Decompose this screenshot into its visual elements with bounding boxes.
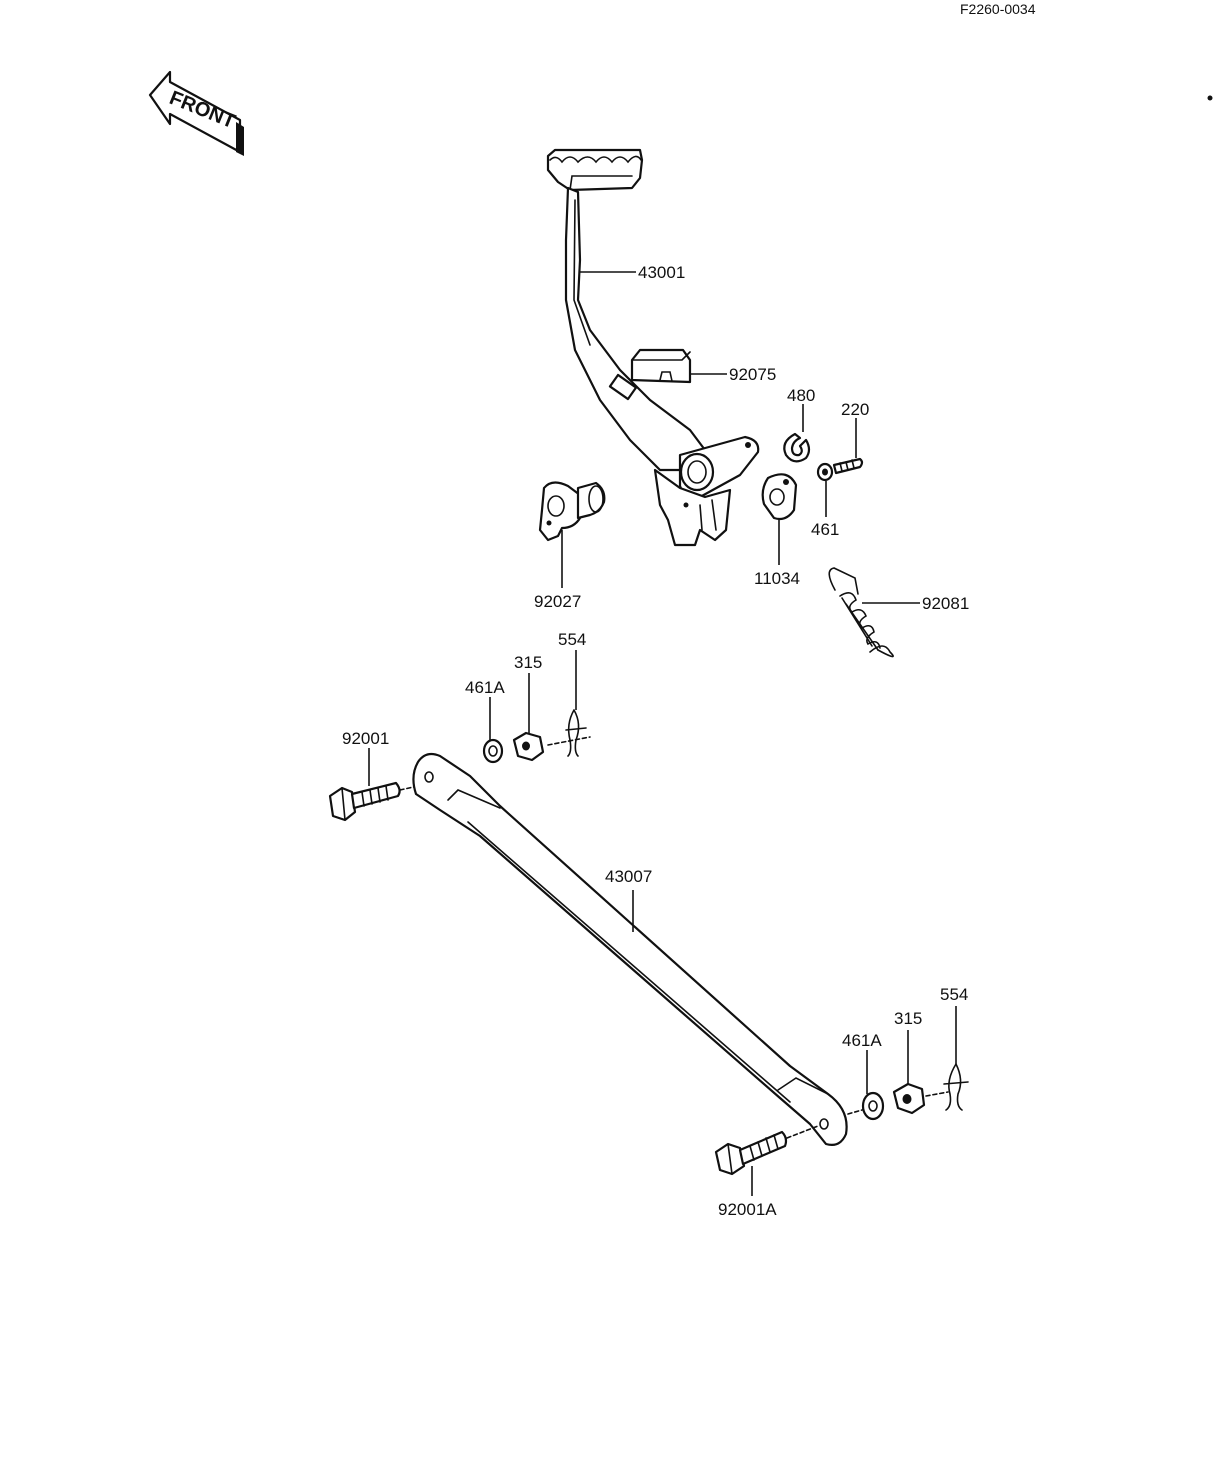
collar-92027 <box>538 481 606 542</box>
nut-315-lower <box>892 1082 926 1115</box>
diagram-code: F2260-0034 <box>960 1 1036 17</box>
washer-461a-lower <box>861 1091 885 1121</box>
callout-43001: 43001 <box>638 263 685 282</box>
bolt-92001a <box>714 1125 819 1176</box>
pin-554-upper <box>565 709 587 757</box>
callout-315-upper: 315 <box>514 653 542 672</box>
callout-461a-lower: 461A <box>842 1031 882 1050</box>
callout-92001a: 92001A <box>718 1200 777 1219</box>
callout-315-lower: 315 <box>894 1009 922 1028</box>
corner-dot <box>1207 95 1213 101</box>
callout-220: 220 <box>841 400 869 419</box>
callout-554-lower: 554 <box>940 985 968 1004</box>
callout-92001: 92001 <box>342 729 389 748</box>
washer-461 <box>816 462 834 482</box>
washer-461a-upper <box>482 738 504 764</box>
callout-461a-upper: 461A <box>465 678 505 697</box>
circlip-480 <box>783 432 811 463</box>
callout-92027: 92027 <box>534 592 581 611</box>
pin-554-lower <box>943 1063 969 1111</box>
stopper-plate-11034 <box>761 473 798 521</box>
callout-11034: 11034 <box>754 569 800 588</box>
callout-480: 480 <box>787 386 815 405</box>
bolt-92001 <box>328 781 419 822</box>
spring-92081 <box>828 567 894 658</box>
callout-554-upper: 554 <box>558 630 586 649</box>
callout-92075: 92075 <box>729 365 776 384</box>
front-arrow-icon: FRONT <box>148 70 244 156</box>
brake-pedal-43001 <box>546 148 760 547</box>
bolt-220 <box>832 457 864 475</box>
callout-92081: 92081 <box>922 594 969 613</box>
nut-315-upper <box>512 731 545 762</box>
callout-461: 461 <box>811 520 839 539</box>
pedal-pad-92075 <box>630 348 692 384</box>
rod-43007 <box>412 752 848 1146</box>
callout-43007: 43007 <box>605 867 652 886</box>
